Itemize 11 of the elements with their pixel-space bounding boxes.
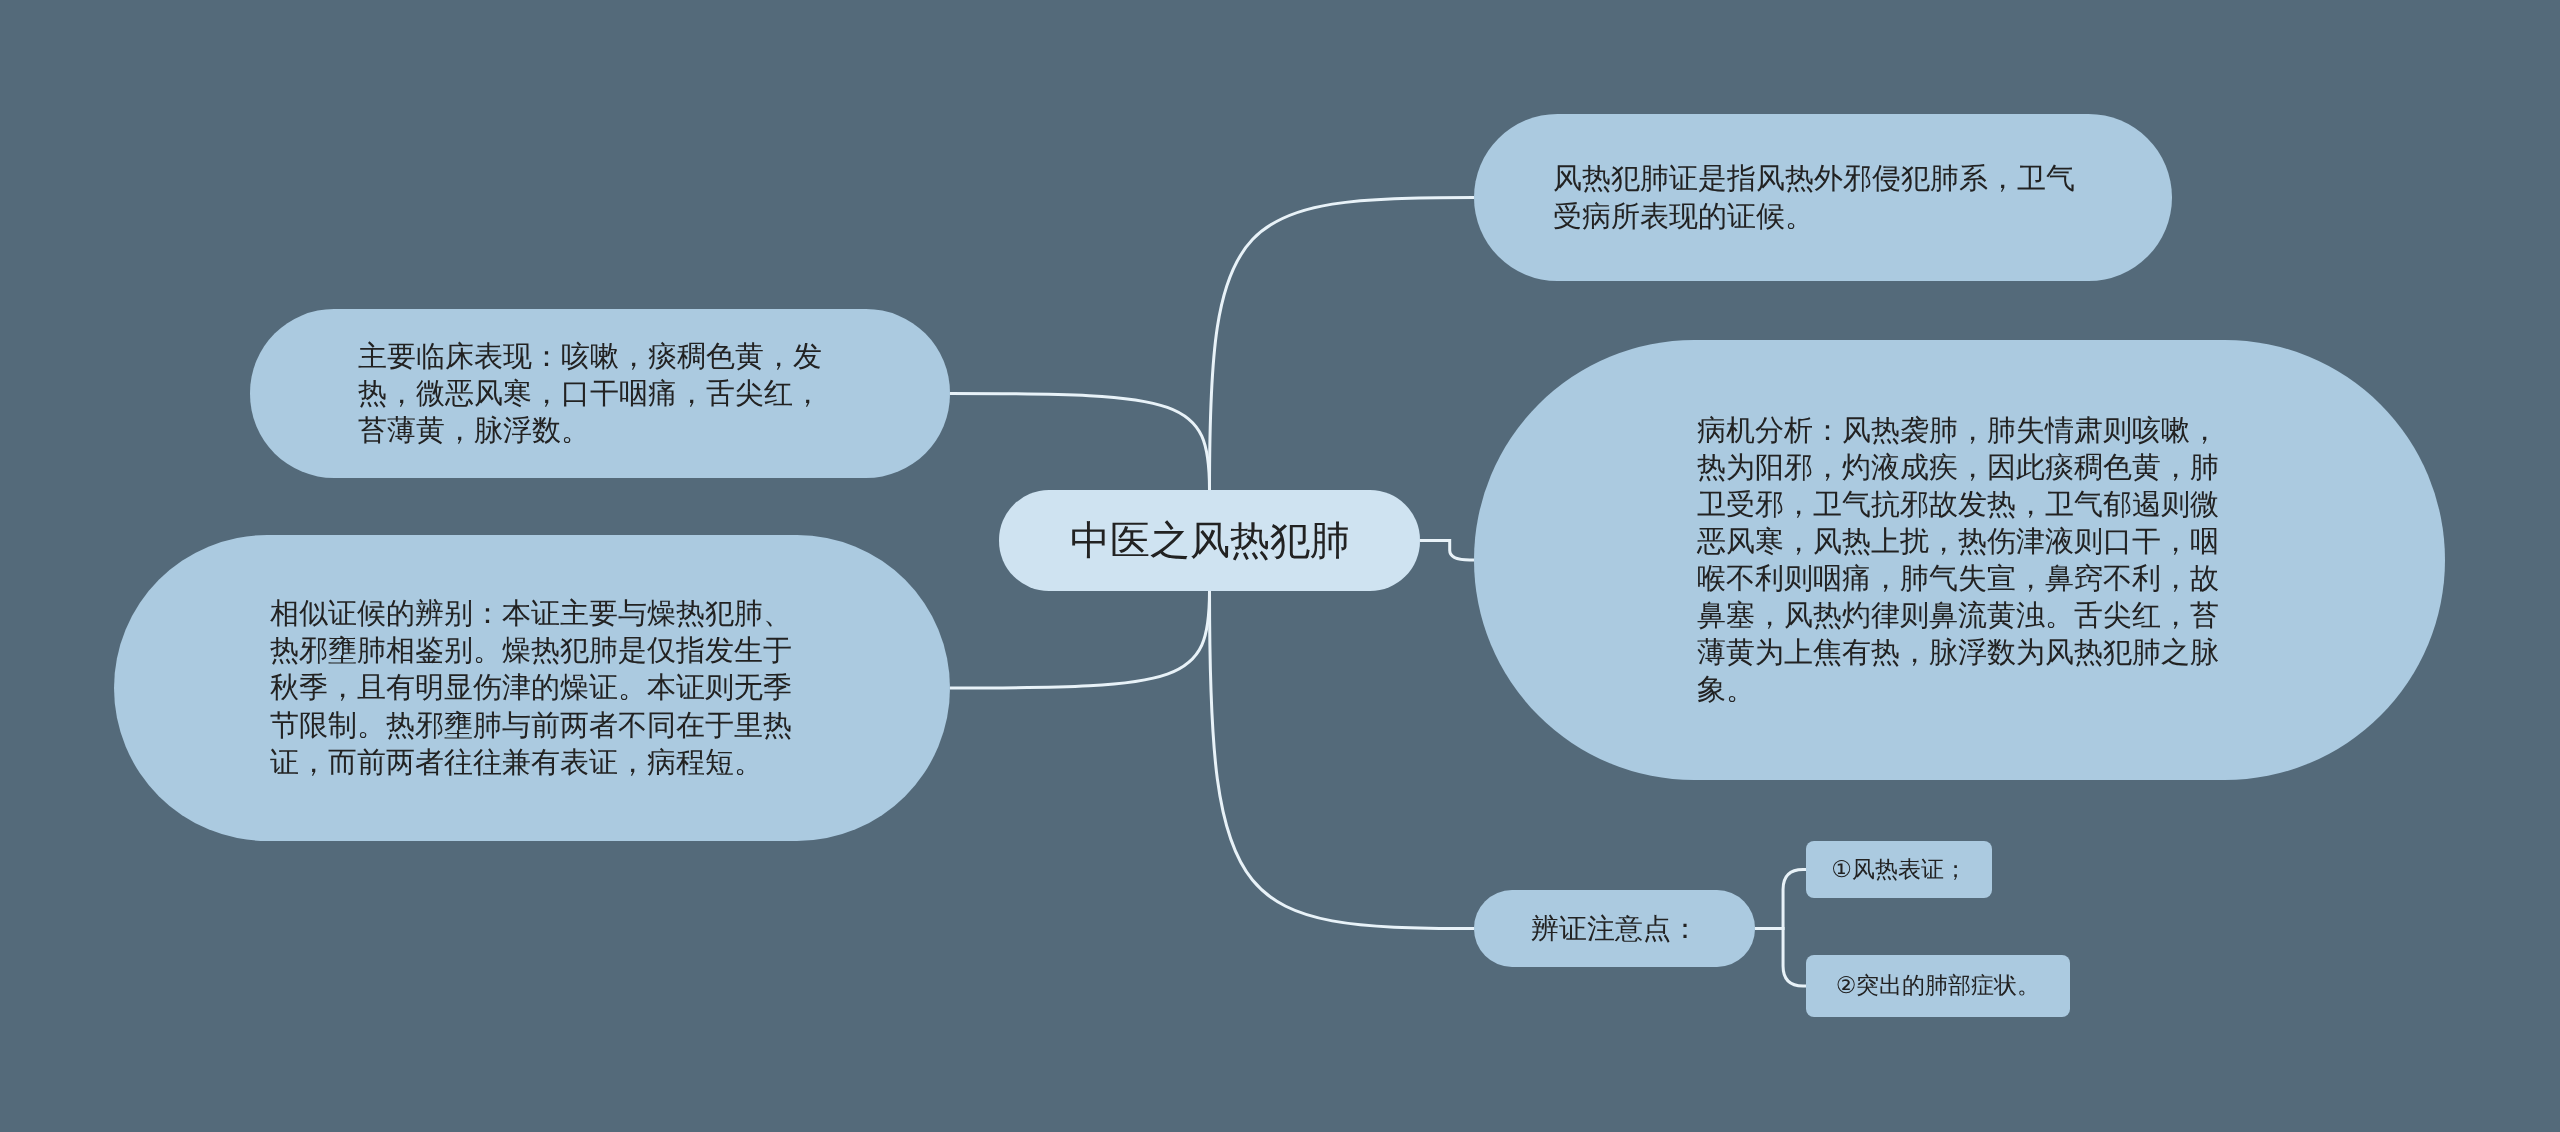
connector-line [1420,539,1474,562]
connector-line [950,590,1211,690]
subtopic-node: ②突出的肺部症状。 [1806,955,2070,1017]
subtopic-node: ①风热表证； [1806,841,1992,898]
topic-node: 中医之风热犯肺 [999,490,1420,591]
topic-node: 主要临床表现：咳嗽，痰稠色黄，发热，微恶风寒，口干咽痛，舌尖红，苔薄黄，脉浮数。 [250,309,950,478]
topic-node: 病机分析：风热袭肺，肺失情肃则咳嗽，热为阳邪，灼液成疾，因此痰稠色黄，肺卫受邪，卫气抗邪故发热，卫气郁遏则微恶风寒，风热上扰，热伤津液则口干，咽喉不利则咽痛，肺气失宣，鼻窍不利，故鼻塞，风热灼律则鼻流黄浊。舌尖红，苔薄黄为上焦有热，脉浮数为风热犯肺之脉象。 [1474,340,2445,780]
topic-node: 相似证候的辨别：本证主要与燥热犯肺、热邪壅肺相鉴别。燥热犯肺是仅指发生于秋季，且有明显伤津的燥证。本证则无季节限制。热邪壅肺与前两者不同在于里热证，而前两者往往兼有表证，病程短。 [114,535,950,841]
connector-line [950,392,1211,491]
topic-node: 辨证注意点： [1474,890,1755,967]
topic-node: 风热犯肺证是指风热外邪侵犯肺系，卫气受病所表现的证候。 [1474,114,2172,281]
